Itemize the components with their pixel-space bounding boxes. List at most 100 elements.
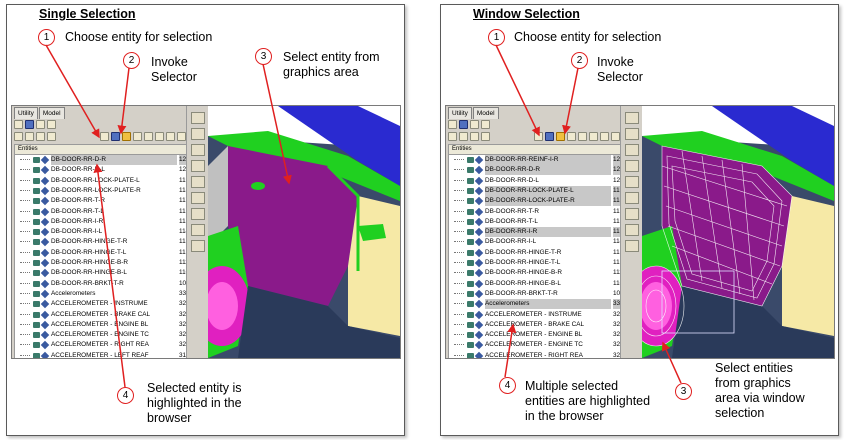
graphics-area[interactable]: [208, 106, 400, 358]
show-icon[interactable]: [448, 132, 457, 141]
tab-model[interactable]: Model: [38, 107, 65, 119]
filter-icon[interactable]: [155, 132, 164, 141]
label-icon[interactable]: [625, 240, 639, 252]
import-icon[interactable]: [459, 120, 468, 129]
view-icon[interactable]: [191, 112, 205, 124]
open-icon[interactable]: [448, 120, 457, 129]
selector-icon[interactable]: [556, 132, 565, 141]
selector-icon[interactable]: [122, 132, 131, 141]
expand-icon[interactable]: [47, 132, 56, 141]
rotate-icon[interactable]: [625, 128, 639, 140]
show-icon[interactable]: [14, 132, 23, 141]
import-icon[interactable]: [25, 120, 34, 129]
entity-type-icon[interactable]: [100, 132, 109, 141]
export-icon[interactable]: [481, 120, 490, 129]
entity-filter-icon[interactable]: [111, 132, 120, 141]
undo-icon[interactable]: [177, 132, 186, 141]
wireframe-icon[interactable]: [191, 208, 205, 220]
isolate-icon[interactable]: [36, 132, 45, 141]
pan-icon[interactable]: [625, 144, 639, 156]
label-icon[interactable]: [191, 240, 205, 252]
find-icon[interactable]: [144, 132, 153, 141]
fit-icon[interactable]: [191, 176, 205, 188]
find-icon[interactable]: [578, 132, 587, 141]
tab-utility[interactable]: Utility: [14, 107, 38, 119]
graphics-area[interactable]: [642, 106, 834, 358]
select-all-icon[interactable]: [133, 132, 142, 141]
refresh-icon[interactable]: [600, 132, 609, 141]
rotate-icon[interactable]: [191, 128, 205, 140]
zoom-icon[interactable]: [191, 160, 205, 172]
header-entities[interactable]: Entities: [18, 146, 38, 152]
undo-icon[interactable]: [611, 132, 620, 141]
shade-icon[interactable]: [625, 192, 639, 204]
hide-icon[interactable]: [459, 132, 468, 141]
mesh-icon[interactable]: [191, 224, 205, 236]
filter-icon[interactable]: [589, 132, 598, 141]
fit-icon[interactable]: [625, 176, 639, 188]
hide-icon[interactable]: [25, 132, 34, 141]
refresh-icon[interactable]: [166, 132, 175, 141]
mesh-icon[interactable]: [625, 224, 639, 236]
pan-icon[interactable]: [191, 144, 205, 156]
expand-icon[interactable]: [481, 132, 490, 141]
entity-name: DB-DOOR-RR-T-R: [51, 197, 105, 205]
display-icon[interactable]: [470, 120, 479, 129]
open-icon[interactable]: [14, 120, 23, 129]
tab-model[interactable]: Model: [472, 107, 499, 119]
select-all-icon[interactable]: [567, 132, 576, 141]
entity-filter-icon[interactable]: [545, 132, 554, 141]
view-icon[interactable]: [625, 112, 639, 124]
display-icon[interactable]: [36, 120, 45, 129]
isolate-icon[interactable]: [470, 132, 479, 141]
tab-utility[interactable]: Utility: [448, 107, 472, 119]
export-icon[interactable]: [47, 120, 56, 129]
header-entities[interactable]: Entities: [452, 146, 472, 152]
callout-2-text: Invoke Selector: [597, 55, 643, 85]
zoom-icon[interactable]: [625, 160, 639, 172]
entity-type-icon[interactable]: [534, 132, 543, 141]
wireframe-icon[interactable]: [625, 208, 639, 220]
shade-icon[interactable]: [191, 192, 205, 204]
